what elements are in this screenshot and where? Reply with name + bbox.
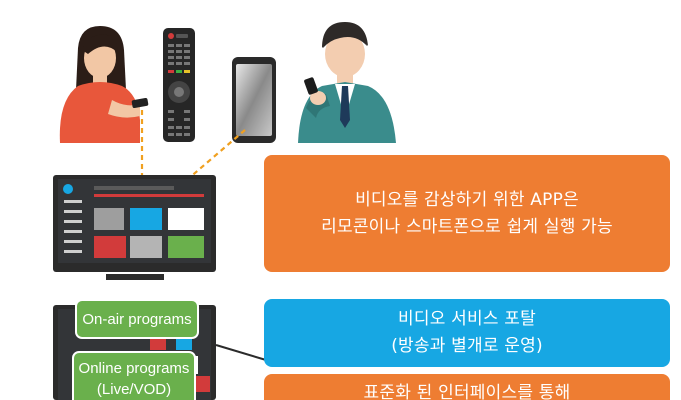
app-box-line2: 리모콘이나 스마트폰으로 쉽게 실행 가능 — [321, 216, 613, 237]
on-air-programs-label: On-air programs — [75, 299, 199, 339]
man-figure — [298, 22, 396, 143]
standard-interface-info-box: 표준화 된 인터페이스를 통해 — [264, 374, 670, 400]
video-portal-info-box: 비디오 서비스 포탈 (방송과 별개로 운영) — [264, 299, 670, 367]
online-programs-line1: Online programs — [78, 360, 190, 377]
portal-box-line2: (방송과 별개로 운영) — [391, 336, 543, 356]
online-programs-label: Online programs (Live/VOD) — [72, 351, 196, 400]
remote-control — [163, 28, 195, 142]
tv-app-screen — [53, 175, 216, 280]
app-box-line1: 비디오를 감상하기 위한 APP은 — [355, 189, 579, 210]
interface-box-line1: 표준화 된 인터페이스를 통해 — [363, 383, 571, 400]
on-air-programs-text: On-air programs — [82, 310, 192, 328]
app-launch-info-box: 비디오를 감상하기 위한 APP은 리모콘이나 스마트폰으로 쉽게 실행 가능 — [264, 155, 670, 272]
woman-figure — [59, 26, 149, 143]
portal-box-line1: 비디오 서비스 포탈 — [398, 309, 536, 329]
connector-line — [215, 344, 267, 361]
smartphone — [232, 57, 276, 143]
online-programs-line2: (Live/VOD) — [96, 381, 172, 398]
